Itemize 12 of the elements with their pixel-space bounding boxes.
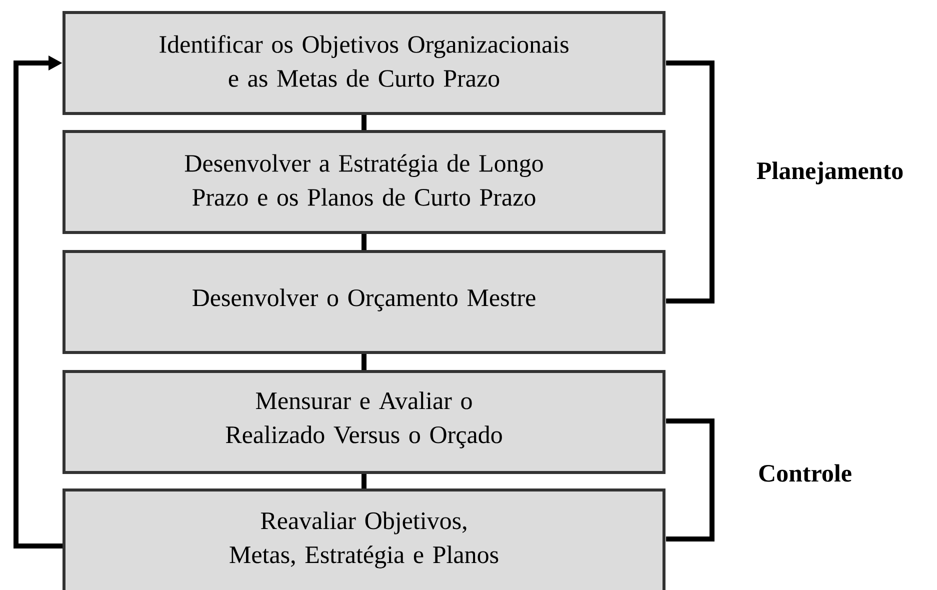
process-box: Reavaliar Objetivos, Metas, Estratégia e Planos [62, 488, 666, 590]
feedback-arrow [14, 55, 62, 548]
connector-line [362, 354, 366, 370]
connector-line [362, 474, 366, 488]
process-box: Identificar os Objetivos Organizacionais e as Metas de Curto Prazo [62, 11, 666, 115]
connector-line [362, 115, 366, 130]
process-box: Desenvolver o Orçamento Mestre [62, 250, 666, 354]
group-label: Controle [759, 464, 852, 482]
connector-line [362, 234, 366, 250]
process-box: Desenvolver a Estratégia de Longo Prazo e os Planos de Curto Prazo [62, 130, 666, 234]
process-box: Mensurar e Avaliar o Realizado Versus o Orçado [62, 370, 666, 474]
group-label: Planejamento [756, 162, 903, 184]
